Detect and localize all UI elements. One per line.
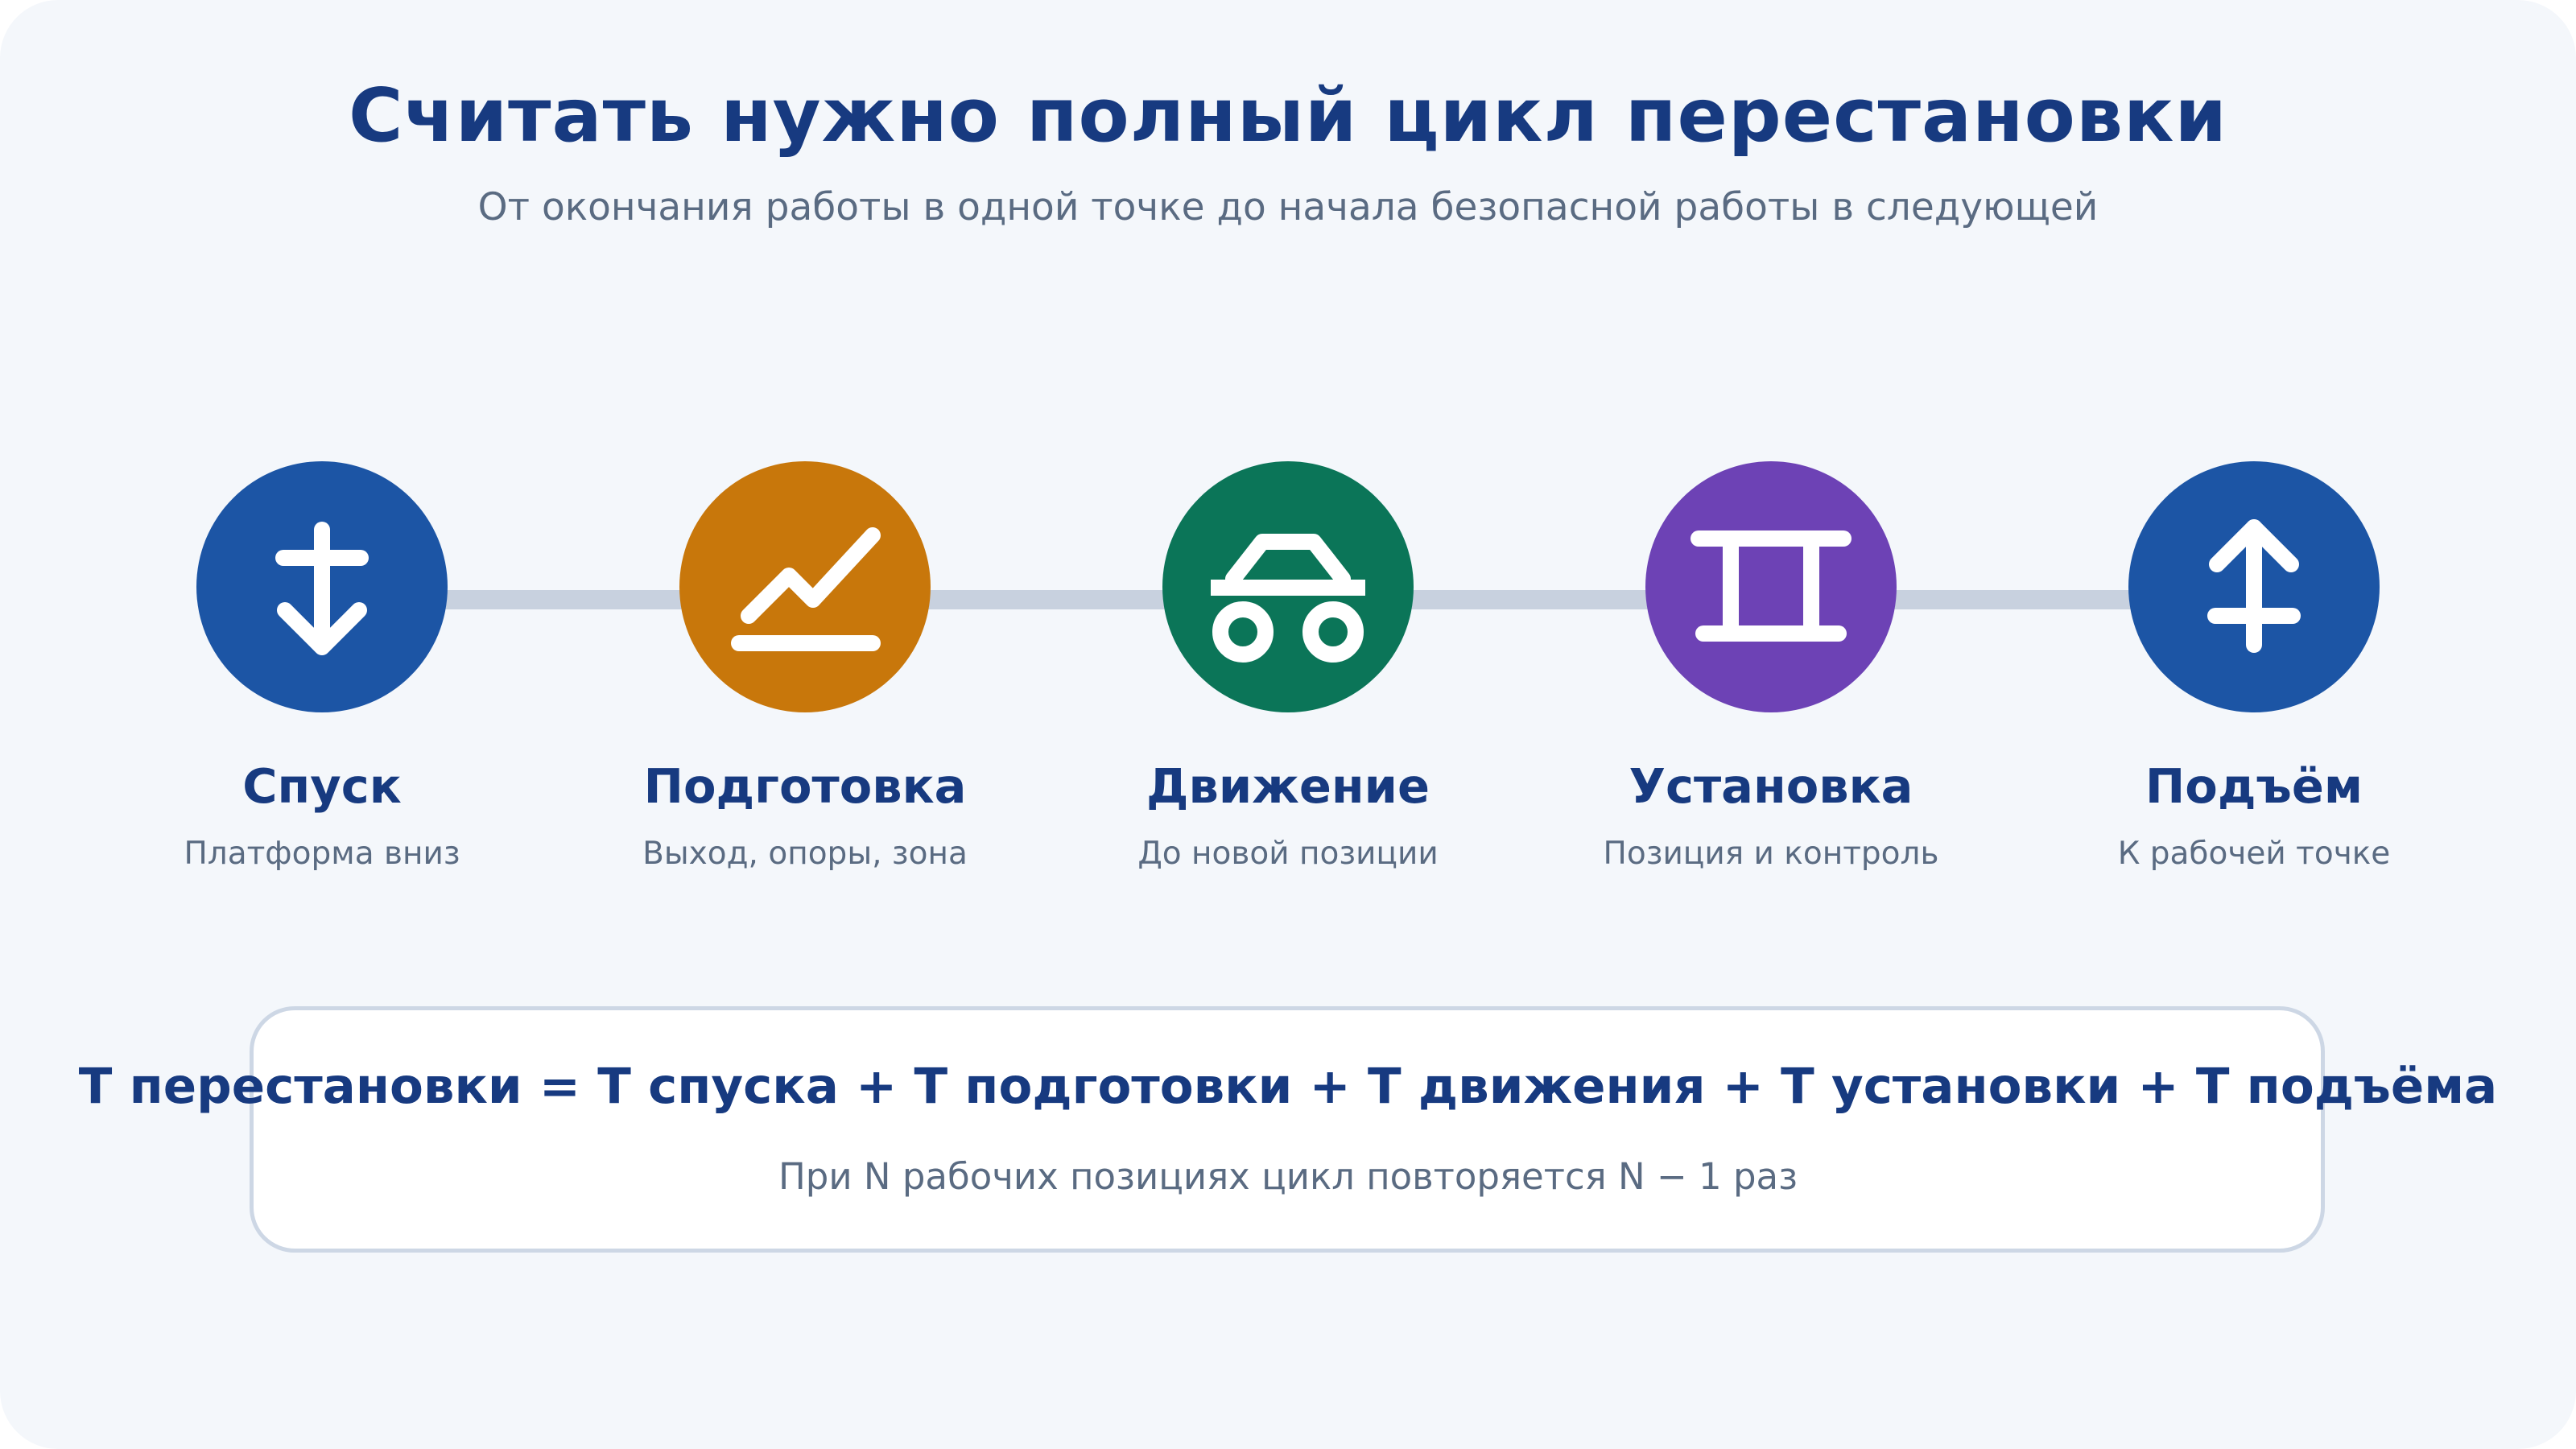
arrow-up-icon (2207, 519, 2301, 653)
step-lift-circle (2128, 461, 2380, 712)
step-label: Подъём (2145, 758, 2363, 814)
step-label: Движение (1146, 758, 1430, 814)
step-description: Выход, опоры, зона (642, 836, 968, 872)
step-lift: Подъём К рабочей точке (2029, 461, 2479, 896)
step-preparation-circle (679, 461, 931, 712)
arrow-down-icon (275, 522, 369, 655)
step-label: Установка (1629, 758, 1913, 814)
step-label: Подготовка (643, 758, 967, 814)
page-title: Считать нужно полный цикл перестановки (349, 72, 2227, 159)
step-descent: Спуск Платформа вниз (97, 461, 547, 896)
formula-note: При N рабочих позициях цикл повторяется … (778, 1155, 1798, 1198)
step-description: Позиция и контроль (1603, 836, 1939, 872)
formula-text: T перестановки = T спуска + T подготовки… (78, 1058, 2498, 1115)
step-movement-circle (1162, 461, 1414, 712)
step-installation-circle (1645, 461, 1897, 712)
step-description: К рабочей точке (2117, 836, 2391, 872)
step-description: До новой позиции (1137, 836, 1439, 872)
trend-chart-icon (731, 527, 881, 651)
step-installation: Установка Позиция и контроль (1546, 461, 1996, 896)
step-movement: Движение До новой позиции (1063, 461, 1513, 896)
step-label: Спуск (242, 758, 402, 814)
page-subtitle: От окончания работы в одной точке до нач… (477, 185, 2099, 229)
frame-icon (1690, 530, 1852, 642)
vehicle-icon (1211, 534, 1365, 663)
step-preparation: Подготовка Выход, опоры, зона (580, 461, 1030, 896)
step-descent-circle (196, 461, 448, 712)
step-description: Платформа вниз (184, 836, 460, 872)
formula-box (250, 1006, 2325, 1253)
